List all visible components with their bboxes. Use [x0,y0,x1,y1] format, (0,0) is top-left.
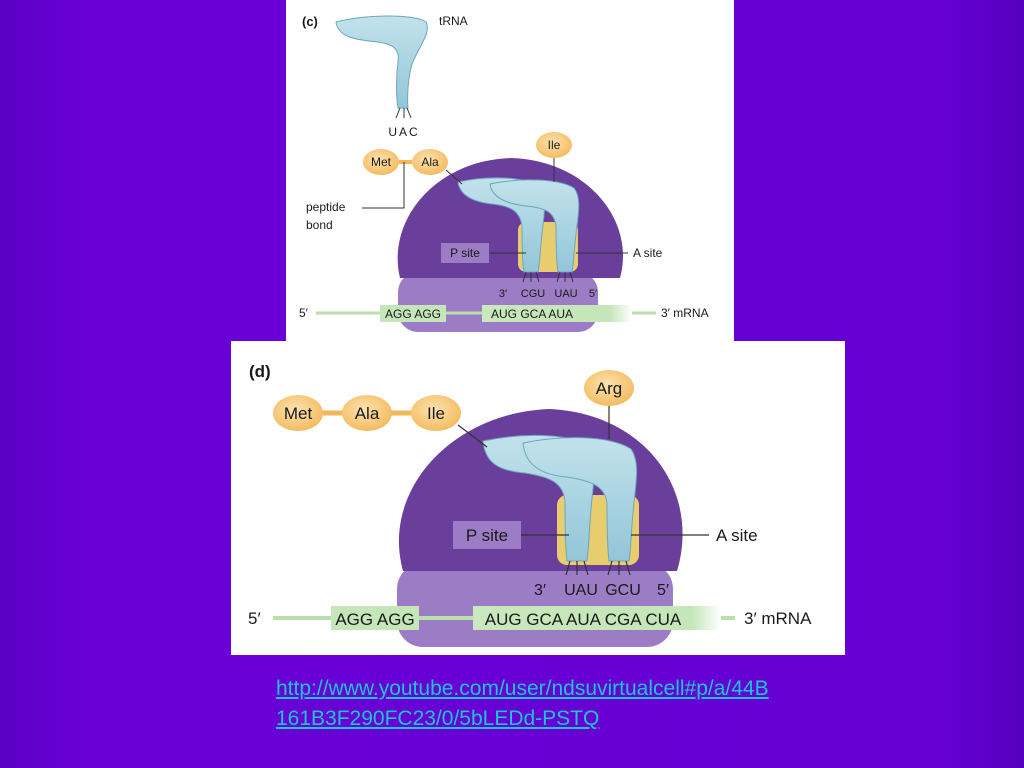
mrna-segment-right [473,606,721,630]
p-site-tick [565,560,571,576]
anticodon-tick [395,107,401,119]
p-site-box [441,243,489,263]
anticodon-label: CGU [521,288,546,300]
ribosome-small-subunit [398,272,598,332]
ile-connector [457,424,488,448]
amino-acid-met [363,149,399,175]
mrna-five-prime: 5′ [299,306,309,320]
a-site-tick [569,271,574,283]
p-site-label: P site [450,246,480,260]
amino-acid-ile [536,132,572,158]
a-site-label: A site [633,246,663,260]
three-prime-label: 3′ [499,288,507,300]
p-site-tick [535,271,540,283]
three-prime-label: 3′ [534,582,546,599]
amino-acid-label: Ala [421,155,439,169]
five-prime-label: 5′ [657,582,669,599]
p-site-label: P site [466,526,508,545]
panel-c-diagram: (c) tRNA UAC Met Ala [299,14,709,332]
free-trna-anticodon: UAC [388,125,419,139]
incoming-amino-acid-label: Ile [548,138,561,152]
amino-acid-met [273,395,323,431]
amino-acid-ala [412,149,448,175]
panel-d: (d) Met Ala Ile Arg P site [231,341,845,655]
anticodon-tick [406,107,412,119]
mrna-segment-left [380,305,446,322]
mrna-segment-left [331,606,419,630]
amino-acid-label: Met [284,404,313,423]
peptide-bond-label: peptide [306,200,346,214]
amino-acid-arg [584,370,634,406]
a-site-trna [522,437,638,562]
p-site-tick [522,271,527,283]
amino-acid-ile [411,395,461,431]
mrna-five-prime: 5′ [248,609,261,628]
mrna-three-prime: 3′ mRNA [744,609,812,628]
mrna-segment-right [482,305,632,322]
anticodon-label: UAU [554,288,577,300]
amino-acid-label: Ala [355,404,380,423]
mrna-three-prime: 3′ mRNA [661,306,709,320]
mrna-codons-left: AGG AGG [385,307,441,321]
free-trna-shape [335,15,428,109]
amino-acid-ala [342,395,392,431]
panel-d-diagram: (d) Met Ala Ile Arg P site [248,362,812,647]
ribosome-large-subunit [397,158,623,278]
p-site-box [453,521,521,549]
a-site-trna [489,179,580,273]
peptide-bond-pointer [362,162,405,209]
a-site-tick [556,271,561,283]
mrna-codons-right: AUG GCA AUA [491,307,573,321]
amino-acid-label: Ile [427,404,445,423]
panel-c-label: (c) [302,14,318,29]
mrna-codons-left: AGG AGG [335,610,414,629]
a-site-label: A site [716,526,758,545]
ribosome-small-subunit [397,563,673,647]
amino-acid-label: Met [371,155,392,169]
a-site-tick [607,560,613,576]
youtube-link[interactable]: http://www.youtube.com/user/ndsuvirtualc… [276,677,769,730]
five-prime-label: 5′ [589,288,597,300]
panel-d-label: (d) [249,362,271,381]
ala-connector [445,169,463,185]
anticodon-label: UAU [564,582,598,599]
incoming-amino-acid-label: Arg [596,379,622,398]
anticodon-label: GCU [605,582,641,599]
p-site-tick [583,560,589,576]
peptide-bond-label: bond [306,218,333,232]
trna-label: tRNA [439,14,468,28]
ribosome-large-subunit [398,409,683,571]
panel-c: (c) tRNA UAC Met Ala [286,0,734,341]
a-site-tick [625,560,631,576]
mrna-codons-right: AUG GCA AUA CGA CUA [485,610,682,629]
